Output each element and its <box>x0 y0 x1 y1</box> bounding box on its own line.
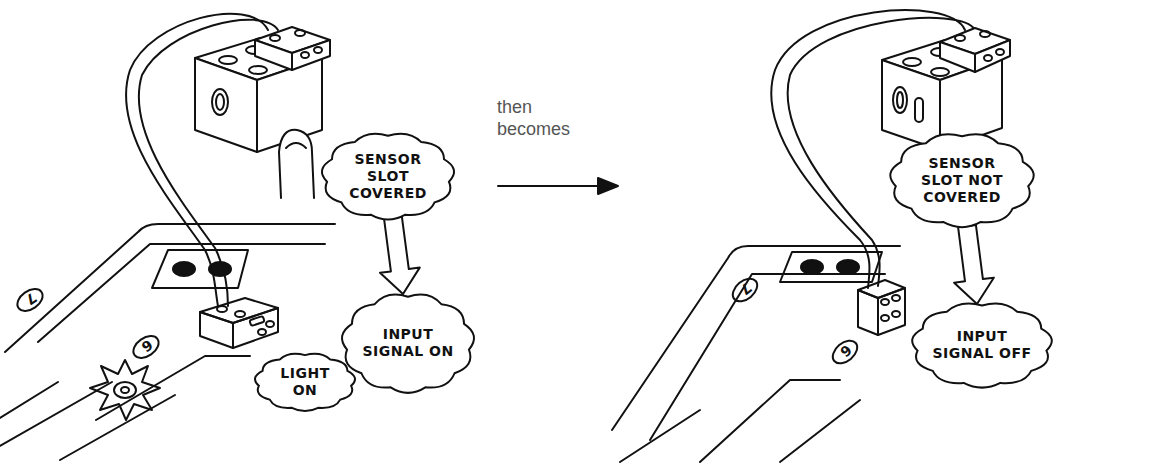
connector-brick <box>200 298 278 348</box>
baseplate <box>612 246 900 462</box>
cloud-text-group: SENSOR SLOT COVERED <box>318 151 458 202</box>
cloud-text: INPUT SIGNAL OFF <box>908 328 1056 362</box>
transition-arrow <box>498 178 618 194</box>
connector-brick <box>858 280 905 335</box>
baseplate <box>0 224 335 460</box>
finger <box>279 130 314 198</box>
cloud-text: SENSOR SLOT NOT COVERED <box>886 155 1038 206</box>
block-arrow <box>380 217 420 294</box>
callout-cloud: INPUT SIGNAL ON <box>338 288 478 398</box>
number-ovals <box>728 274 861 368</box>
port-number: 7 <box>20 288 42 311</box>
port-number: 6 <box>136 335 158 358</box>
block-arrow <box>380 217 420 294</box>
callout-cloud: INPUT SIGNAL OFF <box>908 298 1056 392</box>
cloud-text: LIGHT ON <box>252 365 358 399</box>
number-ovals <box>13 285 162 363</box>
block-arrow <box>954 225 994 304</box>
callout-cloud: SENSOR SLOT COVERED <box>318 128 458 224</box>
cloud-text: INPUT SIGNAL ON <box>338 326 478 360</box>
light-sensor-brick <box>882 28 1010 150</box>
callout-cloud: LIGHT ON <box>252 350 358 414</box>
cloud-text-group: INPUT SIGNAL ON <box>338 326 478 360</box>
port-number: 6 <box>835 340 857 363</box>
cloud-text-group: INPUT SIGNAL OFF <box>908 328 1056 362</box>
holes <box>780 252 882 282</box>
cloud-text: SENSOR SLOT COVERED <box>318 151 458 202</box>
holes <box>152 250 248 288</box>
light-starburst <box>90 360 160 420</box>
callout-cloud: SENSOR SLOT NOT COVERED <box>886 128 1038 232</box>
cloud-text-group: SENSOR SLOT NOT COVERED <box>886 155 1038 206</box>
cloud-text-group: LIGHT ON <box>252 365 358 399</box>
transition-label: then becomes <box>497 96 577 140</box>
light-sensor-brick <box>195 27 330 152</box>
block-arrow <box>954 225 994 304</box>
